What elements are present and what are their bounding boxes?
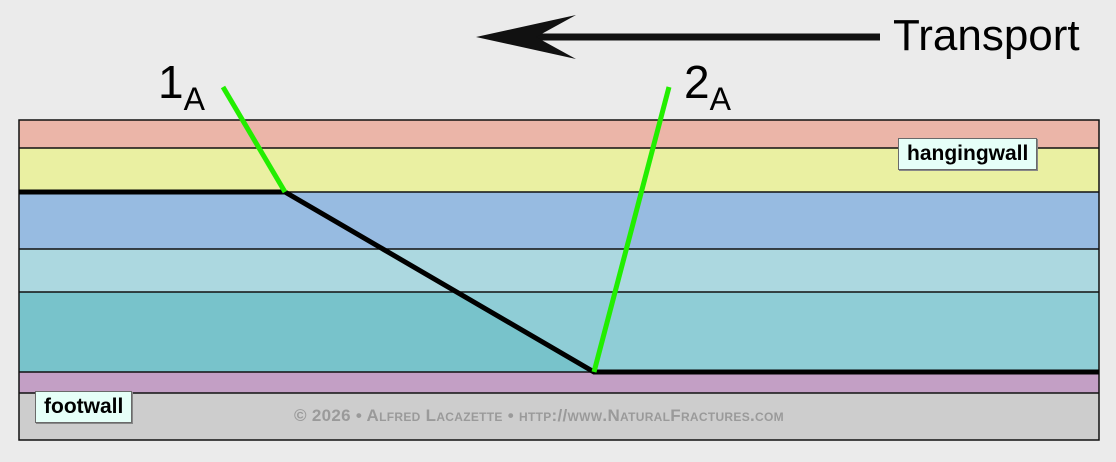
hangingwall-label: hangingwall — [898, 138, 1038, 170]
ramp-label-2a-sub: A — [709, 81, 731, 117]
ramp-label-2a-main: 2 — [684, 56, 710, 108]
layer-purple — [19, 372, 1099, 393]
footwall-label: footwall — [35, 391, 133, 423]
axial-trace-2a — [591, 86, 672, 373]
ramp-label-2a: 2A — [684, 55, 731, 117]
layer-light-blue — [19, 249, 1099, 292]
section-outline — [18, 119, 1100, 441]
transport-label: Transport — [893, 11, 1080, 60]
transport-arrow-head — [476, 15, 576, 59]
layer-gray-footwall — [19, 393, 1099, 440]
thrust-fault — [19, 189, 1099, 375]
ramp-label-1a-main: 1 — [158, 56, 184, 108]
ramp-label-1a-sub: A — [183, 81, 205, 117]
axial-trace-1a — [220, 85, 288, 194]
layer-teal-left — [19, 292, 594, 372]
layer-blue — [19, 192, 1099, 249]
copyright-notice: © 2026 • Alfred Lacazette • http://www.N… — [294, 406, 784, 425]
ramp-label-1a: 1A — [158, 55, 205, 117]
